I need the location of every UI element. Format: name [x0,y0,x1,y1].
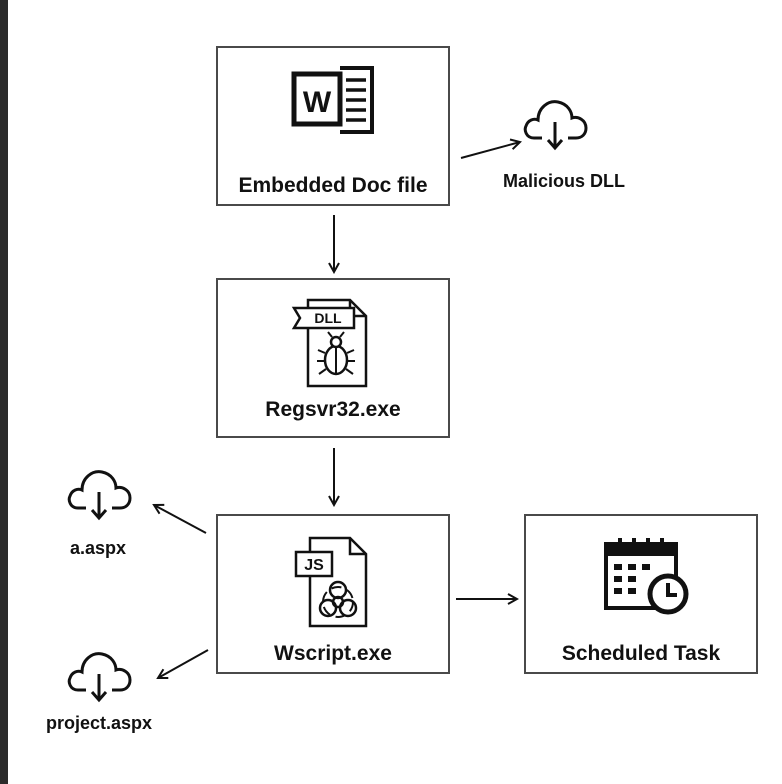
calendar-clock-icon [604,538,689,615]
node-wscript: JS Wscript.exe [216,514,450,674]
node-scheduled-task: Scheduled Task [524,514,758,674]
node-label-wscript: Wscript.exe [274,642,392,665]
download-label-malicious-dll: Malicious DLL [503,171,626,191]
arrow-wscript-to-project-aspx [158,649,209,678]
diagram-canvas: W Embedded Doc file DLL [8,0,782,784]
node-label-embedded-doc: Embedded Doc file [238,174,428,197]
node-embedded-doc: W Embedded Doc file [216,46,450,206]
word-document-icon: W [291,66,374,134]
biohazard-js-file-icon: JS [294,536,368,628]
node-regsvr32: DLL Regsvr32.exe [216,278,450,438]
malicious-dll-file-icon: DLL [291,298,368,388]
js-badge: JS [304,557,324,574]
arrow-wscript-to-a-aspx [154,505,207,534]
connector-layer [8,0,782,784]
cloud-download-icon [67,470,132,521]
node-label-scheduled-task: Scheduled Task [561,642,721,665]
svg-text:W: W [303,86,332,119]
cloud-download-icon [523,100,588,151]
dll-badge: DLL [314,310,342,326]
arrow-doc-to-malicious-dll [460,142,520,159]
cloud-download-icon [67,652,132,703]
node-label-regsvr32: Regsvr32.exe [265,398,401,421]
download-label-project-aspx: project.aspx [46,713,153,733]
download-label-a-aspx: a.aspx [70,538,127,558]
